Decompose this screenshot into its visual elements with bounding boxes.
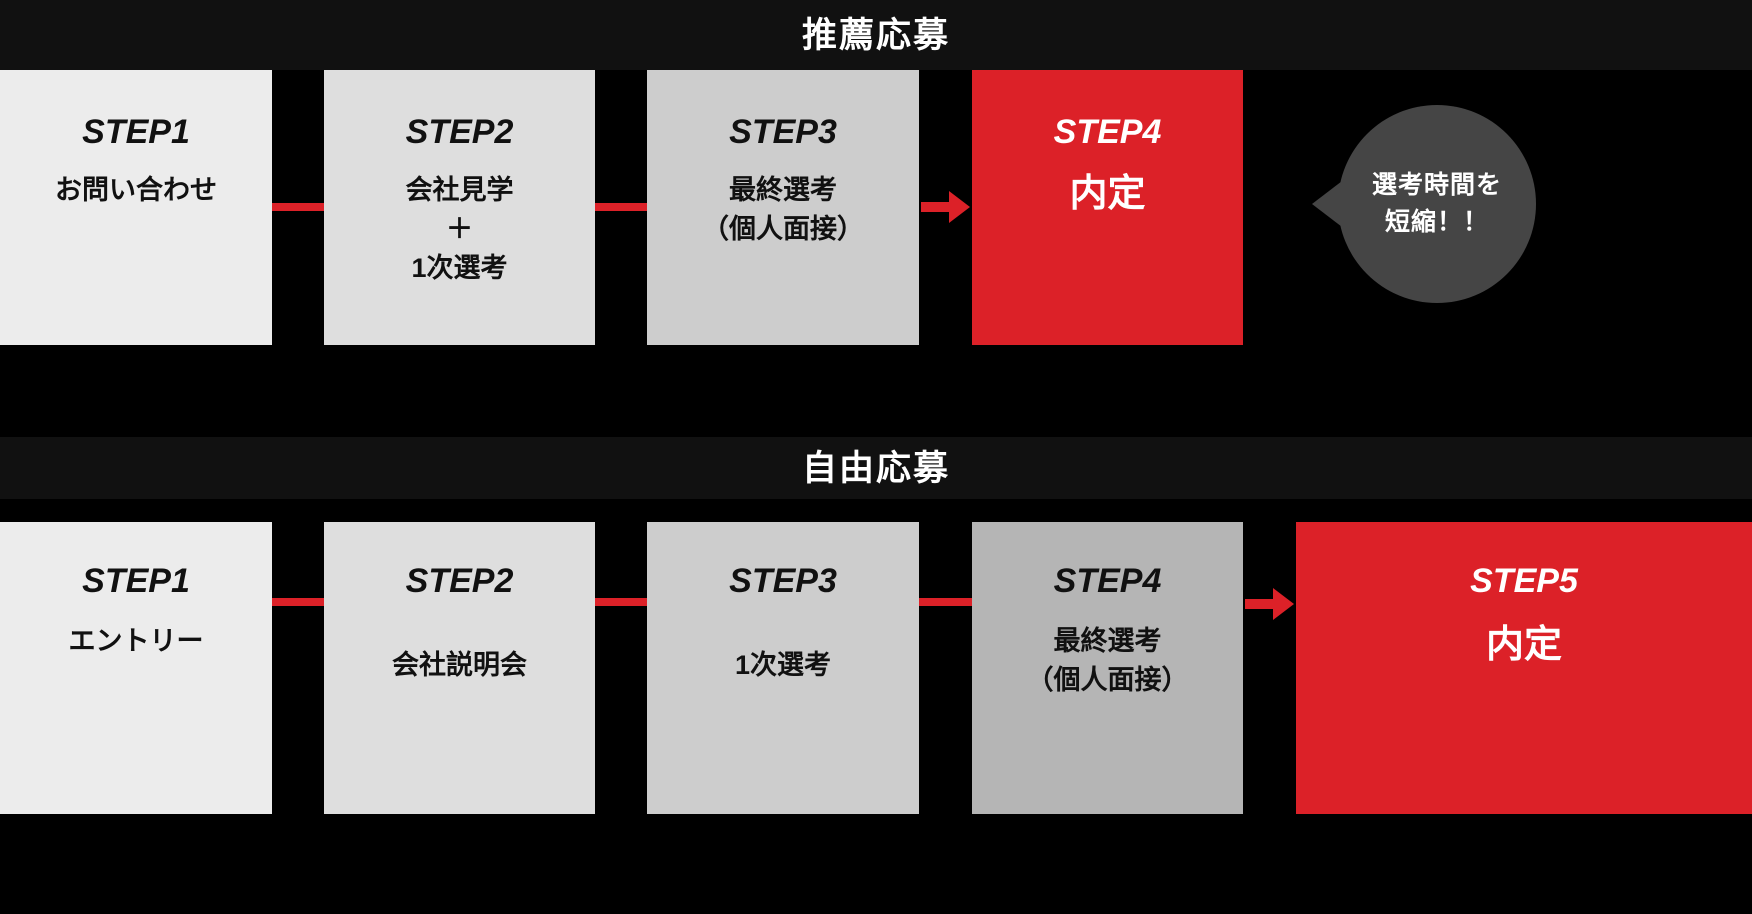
step-box-free-application-3[interactable]: STEP3 1次選考 (647, 522, 919, 814)
step-description: 最終選考 （個人面接） (1026, 626, 1189, 696)
step-box-free-application-5[interactable]: STEP5 内定 (1296, 522, 1752, 814)
step-label: STEP1 (82, 113, 190, 151)
step-box-free-application-4[interactable]: STEP4 最終選考 （個人面接） (972, 522, 1243, 814)
connector-recommendation-2-3 (595, 203, 647, 211)
step-description: 最終選考 （個人面接） (702, 175, 864, 245)
step-label: STEP2 (405, 562, 514, 600)
step-description: エントリー (68, 626, 204, 656)
section-title-free-application: 自由応募 (801, 448, 950, 488)
step-description: 内定 (1069, 173, 1146, 215)
step-description: 会社見学 ＋ 1次選考 (405, 175, 514, 284)
connector-free-application-1-2 (272, 598, 324, 606)
step-box-recommendation-3[interactable]: STEP3 最終選考 （個人面接） (647, 70, 919, 345)
callout-bubble-tail (1312, 178, 1346, 230)
section-title-recommendation: 推薦応募 (801, 15, 950, 55)
step-label: STEP5 (1470, 562, 1578, 600)
section-title-band-recommendation: 推薦応募 (0, 0, 1752, 70)
arrow-icon-free-application-4-5 (1245, 588, 1294, 620)
step-description: 会社説明会 (392, 650, 527, 680)
step-box-recommendation-4[interactable]: STEP4 内定 (972, 70, 1243, 345)
step-box-recommendation-1[interactable]: STEP1 お問い合わせ (0, 70, 272, 345)
step-label: STEP3 (729, 113, 837, 151)
section-title-band-free-application: 自由応募 (0, 437, 1752, 499)
arrow-icon-recommendation-3-4 (921, 191, 970, 223)
connector-free-application-2-3 (595, 598, 647, 606)
callout-bubble-text: 選考時間を 短縮！！ (1371, 170, 1502, 237)
step-label: STEP4 (1053, 562, 1162, 600)
step-label: STEP3 (729, 562, 837, 600)
callout-bubble-recommendation: 選考時間を 短縮！！ (1312, 105, 1536, 303)
step-description: 1次選考 (734, 650, 832, 680)
step-box-free-application-2[interactable]: STEP2 会社説明会 (324, 522, 595, 814)
connector-free-application-3-4 (919, 598, 972, 606)
connector-recommendation-1-2 (272, 203, 324, 211)
step-label: STEP1 (82, 562, 190, 600)
step-description: 内定 (1485, 624, 1562, 666)
step-label: STEP2 (405, 113, 514, 151)
step-box-free-application-1[interactable]: STEP1 エントリー (0, 522, 272, 814)
step-box-recommendation-2[interactable]: STEP2 会社見学 ＋ 1次選考 (324, 70, 595, 345)
step-label: STEP4 (1053, 113, 1162, 151)
step-description: お問い合わせ (55, 175, 217, 205)
